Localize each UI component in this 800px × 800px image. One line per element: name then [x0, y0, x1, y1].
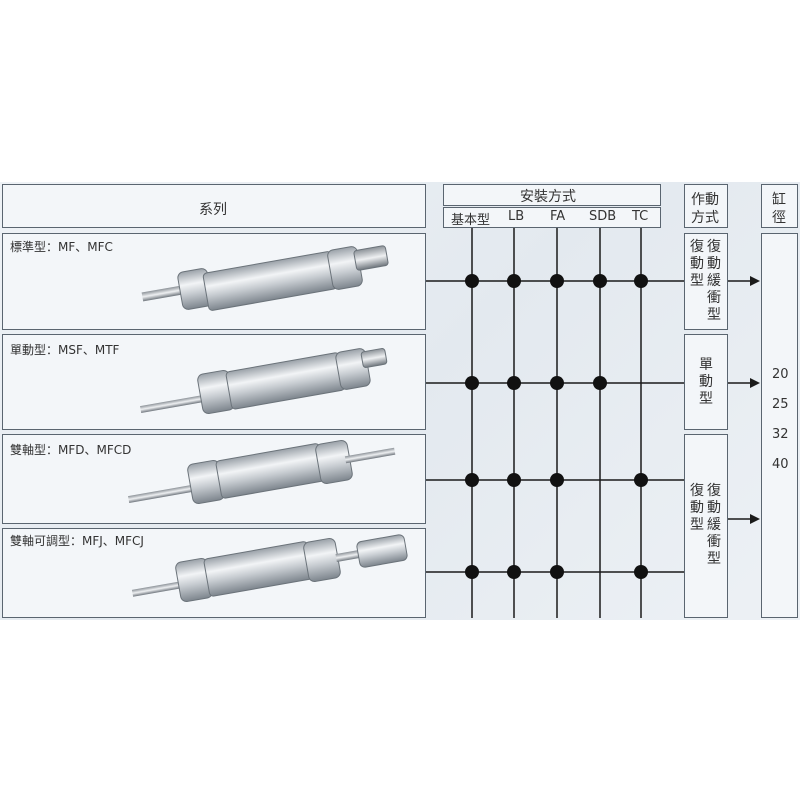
- dot-standard-basic: [465, 274, 479, 288]
- cylinder-image-standard: [141, 245, 389, 311]
- bore-value-40: 40: [772, 457, 789, 472]
- dot-single-lb: [507, 376, 521, 390]
- dot-single-sdb: [593, 376, 607, 390]
- dot-adjustable-fa: [550, 565, 564, 579]
- action-double-acting-2: 復動型: [690, 483, 704, 533]
- action-header-line2: 方式: [691, 210, 719, 226]
- dot-standard-lb: [507, 274, 521, 288]
- mount-type-tc: TC: [632, 209, 649, 224]
- bore-header-line2: 徑: [772, 210, 786, 226]
- action-cell-double-cushion-2: [684, 434, 728, 618]
- bore-value-20: 20: [772, 367, 789, 382]
- dot-adjustable-basic: [465, 565, 479, 579]
- mount-types-row: [443, 207, 661, 228]
- cylinder-image-single-acting: [140, 348, 388, 415]
- dot-double-rod-tc: [634, 473, 648, 487]
- action-double-acting-1: 復動型: [690, 239, 704, 289]
- dot-double-rod-basic: [465, 473, 479, 487]
- arrow-head-3: [750, 514, 760, 524]
- dot-double-rod-fa: [550, 473, 564, 487]
- action-cell-double-cushion: [684, 233, 728, 330]
- action-header: 作動 方式: [684, 184, 728, 228]
- dot-standard-sdb: [593, 274, 607, 288]
- series-header-label: 系列: [199, 202, 227, 218]
- mount-type-fa: FA: [550, 209, 566, 224]
- dot-standard-tc: [634, 274, 648, 288]
- action-single-acting: 單動型: [699, 357, 713, 407]
- series-label-double-rod: 雙軸型：MFD、MFCD: [10, 443, 132, 457]
- cylinder-image-double-rod-adjustable: [131, 534, 408, 603]
- arrow-head-1: [750, 276, 760, 286]
- bore-value-25: 25: [772, 397, 789, 412]
- bore-value-32: 32: [772, 427, 789, 442]
- dot-double-rod-lb: [507, 473, 521, 487]
- series-label-single-acting: 單動型：MSF、MTF: [10, 343, 120, 357]
- mount-type-sdb: SDB: [589, 209, 617, 224]
- arrow-head-2: [750, 378, 760, 388]
- series-label-double-rod-adjustable: 雙軸可調型：MFJ、MFCJ: [10, 534, 144, 548]
- bore-header: 缸 徑: [761, 184, 798, 228]
- series-label-standard: 標準型：MF、MFC: [10, 240, 113, 254]
- series-header: 系列: [2, 184, 426, 228]
- dot-adjustable-lb: [507, 565, 521, 579]
- bore-cell: [761, 233, 798, 618]
- mounting-header: 安裝方式: [443, 184, 661, 206]
- mounting-header-label: 安裝方式: [520, 189, 576, 205]
- dot-single-fa: [550, 376, 564, 390]
- mount-type-lb: LB: [508, 209, 525, 224]
- action-double-cushion-2: 復動緩衝型: [707, 483, 721, 567]
- dot-single-basic: [465, 376, 479, 390]
- mount-type-basic: 基本型: [451, 213, 491, 228]
- action-double-cushion-1: 復動緩衝型: [707, 239, 721, 323]
- cylinder-image-double-rod: [128, 439, 396, 505]
- action-header-line1: 作動: [691, 192, 719, 208]
- dot-standard-fa: [550, 274, 564, 288]
- dot-adjustable-tc: [634, 565, 648, 579]
- action-cell-single: [684, 334, 728, 430]
- bore-header-line1: 缸: [772, 192, 786, 208]
